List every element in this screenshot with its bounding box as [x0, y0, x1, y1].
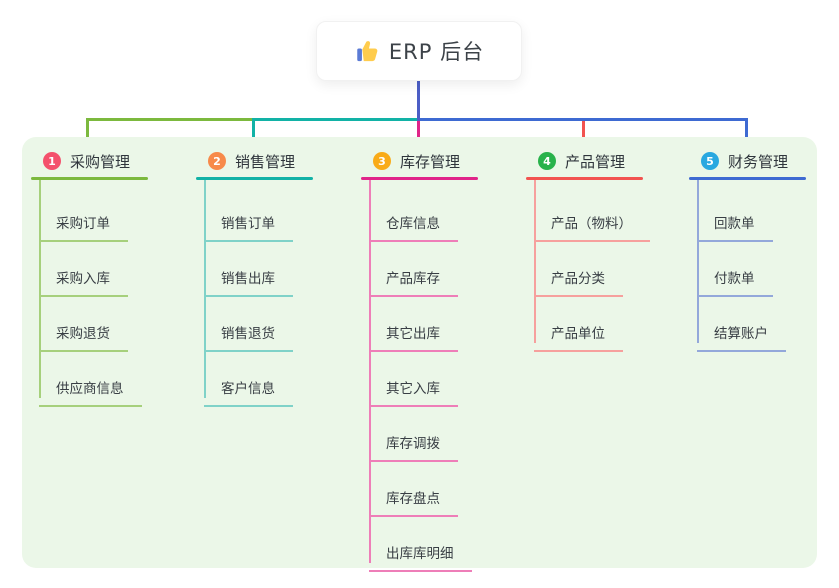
branch-node-4[interactable]: 4 产品管理	[526, 148, 625, 174]
child-node[interactable]: 客户信息	[204, 362, 293, 407]
branch-node-1[interactable]: 1 采购管理	[31, 148, 130, 174]
child-node[interactable]: 产品单位	[534, 307, 623, 352]
child-label: 产品库存	[386, 270, 440, 287]
child-node[interactable]: 产品库存	[369, 252, 458, 297]
child-label: 库存调拨	[386, 435, 440, 452]
child-node[interactable]: 回款单	[697, 197, 773, 242]
child-node[interactable]: 采购入库	[39, 252, 128, 297]
child-node[interactable]: 销售退货	[204, 307, 293, 352]
child-label: 采购订单	[56, 215, 110, 232]
child-node[interactable]: 采购退货	[39, 307, 128, 352]
child-node[interactable]: 销售出库	[204, 252, 293, 297]
child-node[interactable]: 仓库信息	[369, 197, 458, 242]
trunk-segment-teal	[252, 118, 420, 121]
child-label: 其它出库	[386, 325, 440, 342]
child-label: 客户信息	[221, 380, 275, 397]
child-node[interactable]: 产品分类	[534, 252, 623, 297]
branch-label: 财务管理	[728, 152, 789, 171]
child-label: 仓库信息	[386, 215, 440, 232]
branch-node-5[interactable]: 5 财务管理	[689, 148, 788, 174]
child-spine-line	[534, 180, 536, 343]
branch-number-badge: 3	[373, 152, 391, 170]
child-node[interactable]: 其它入库	[369, 362, 458, 407]
branch-label: 采购管理	[70, 152, 131, 171]
branch-label: 产品管理	[565, 152, 626, 171]
child-label: 产品单位	[551, 325, 605, 342]
child-node[interactable]: 其它出库	[369, 307, 458, 352]
child-label: 产品（物料）	[551, 215, 632, 232]
root-node-erp[interactable]: ERP 后台	[316, 21, 522, 81]
child-label: 销售订单	[221, 215, 275, 232]
child-node[interactable]: 库存调拨	[369, 417, 458, 462]
child-node[interactable]: 供应商信息	[39, 362, 142, 407]
child-node[interactable]: 产品（物料）	[534, 197, 650, 242]
branch-label: 库存管理	[400, 152, 461, 171]
branch-node-3[interactable]: 3 库存管理	[361, 148, 460, 174]
branches-panel	[22, 137, 817, 568]
branch-drop-line-5	[745, 121, 748, 145]
child-label: 采购退货	[56, 325, 110, 342]
branch-underline	[361, 177, 478, 180]
child-node[interactable]: 结算账户	[697, 307, 786, 352]
trunk-segment-green	[86, 118, 255, 121]
child-label: 销售出库	[221, 270, 275, 287]
branch-drop-line-1	[86, 121, 89, 145]
thumbs-up-icon	[357, 41, 378, 62]
branch-label: 销售管理	[235, 152, 296, 171]
child-label: 产品分类	[551, 270, 605, 287]
branch-underline	[196, 177, 313, 180]
branch-drop-line-4	[582, 121, 585, 145]
child-label: 采购入库	[56, 270, 110, 287]
child-label: 结算账户	[714, 325, 768, 342]
child-label: 供应商信息	[56, 380, 124, 397]
child-node[interactable]: 采购订单	[39, 197, 128, 242]
branch-underline	[31, 177, 148, 180]
child-label: 库存盘点	[386, 490, 440, 507]
branch-drop-line-3	[417, 121, 420, 145]
child-node[interactable]: 出库库明细	[369, 527, 472, 572]
root-stem-line	[417, 79, 420, 121]
branch-number-badge: 2	[208, 152, 226, 170]
child-label: 销售退货	[221, 325, 275, 342]
branch-node-2[interactable]: 2 销售管理	[196, 148, 295, 174]
child-node[interactable]: 付款单	[697, 252, 773, 297]
child-label: 回款单	[714, 215, 755, 232]
branch-underline	[526, 177, 643, 180]
branch-number-badge: 4	[538, 152, 556, 170]
child-spine-line	[39, 180, 41, 398]
child-label: 出库库明细	[386, 545, 454, 562]
branch-number-badge: 5	[701, 152, 719, 170]
child-spine-line	[697, 180, 699, 343]
child-label: 付款单	[714, 270, 755, 287]
child-spine-line	[369, 180, 371, 563]
root-title: ERP 后台	[388, 40, 485, 64]
child-spine-line	[204, 180, 206, 398]
branch-number-badge: 1	[43, 152, 61, 170]
child-label: 其它入库	[386, 380, 440, 397]
branch-drop-line-2	[252, 121, 255, 145]
child-node[interactable]: 库存盘点	[369, 472, 458, 517]
trunk-segment-blue	[417, 118, 748, 121]
branch-underline	[689, 177, 806, 180]
child-node[interactable]: 销售订单	[204, 197, 293, 242]
